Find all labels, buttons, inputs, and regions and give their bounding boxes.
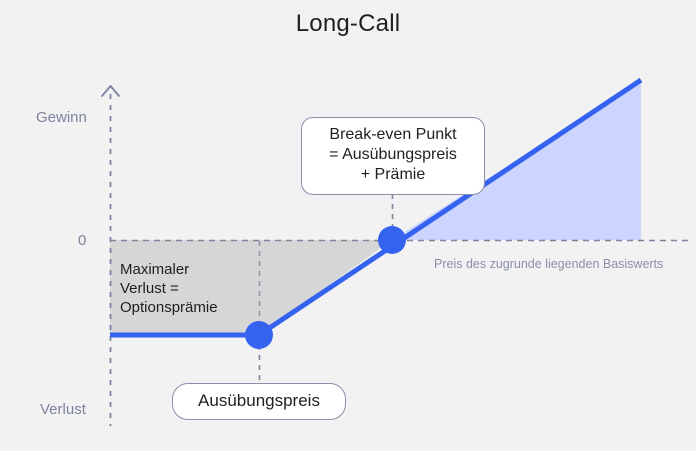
- y-axis-bottom-label: Verlust: [40, 401, 86, 418]
- y-axis-top-label: Gewinn: [36, 109, 87, 126]
- breakeven-callout: Break-even Punkt = Ausübungspreis + Präm…: [301, 117, 485, 195]
- zero-tick-label: 0: [78, 232, 87, 249]
- strike-point-marker[interactable]: [245, 321, 273, 349]
- loss-region-fill: [110, 240, 392, 335]
- chart-title: Long-Call: [295, 10, 401, 37]
- strike-callout: Ausübungspreis: [172, 383, 346, 420]
- breakeven-point-marker[interactable]: [378, 226, 406, 254]
- x-axis-label: Preis des zugrunde liegenden Basiswerts: [434, 257, 664, 271]
- y-axis-arrow-icon: [101, 85, 120, 97]
- max-loss-note: Maximaler Verlust = Optionsprämie: [120, 261, 218, 316]
